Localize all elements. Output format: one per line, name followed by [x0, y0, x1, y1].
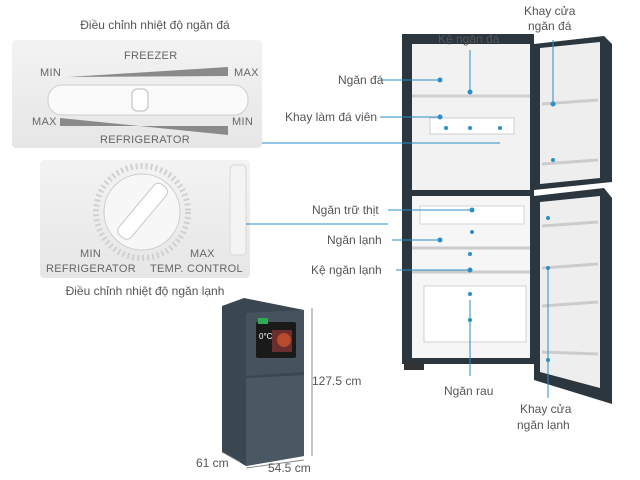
dial-min-label: MIN: [80, 248, 102, 260]
callout-dots: [444, 126, 555, 362]
freezer-max-label: MAX: [234, 67, 259, 79]
dimension-depth: 61 cm: [196, 456, 229, 470]
label-khay-cua-ngan-lanh-2: ngăn lạnh: [517, 418, 570, 432]
label-khay-cua-ngan-lanh-1: Khay cửa: [520, 402, 572, 416]
temperature-dial: [93, 163, 191, 261]
dimension-width: 54.5 cm: [268, 461, 311, 475]
label-ke-ngan-da: Kệ ngăn đá: [438, 32, 500, 46]
freezer-panel-caption: Điều chỉnh nhiệt độ ngăn đá: [80, 18, 230, 32]
callout-lines: [246, 40, 556, 398]
fridge-display-temp: 0°C: [259, 332, 273, 341]
dial-refrigerator-label: REFRIGERATOR: [46, 263, 136, 275]
label-khay-cua-ngan-da-2: ngăn đá: [528, 19, 572, 33]
label-khay-lam-da-vien: Khay làm đá viên: [285, 110, 378, 124]
fridge-front-image: [222, 298, 304, 466]
freezer-label: FREEZER: [124, 50, 178, 62]
refrigerator-min-label: MIN: [232, 116, 254, 128]
label-ke-ngan-lanh: Kệ ngăn lạnh: [311, 263, 382, 277]
label-ngan-da: Ngăn đá: [338, 73, 384, 87]
refrigerator-label: REFRIGERATOR: [100, 134, 190, 146]
refrigerator-max-label: MAX: [32, 116, 57, 128]
freezer-slider-knob: [131, 88, 149, 112]
dial-temp-control-label: TEMP. CONTROL: [150, 263, 243, 275]
label-ngan-rau: Ngăn rau: [444, 384, 494, 398]
label-ngan-tru-thit: Ngăn trữ thịt: [312, 203, 379, 217]
dial-max-label: MAX: [190, 248, 215, 260]
fridge-panel-caption: Điều chỉnh nhiệt độ ngăn lạnh: [65, 284, 225, 298]
dimension-height: 127.5 cm: [312, 374, 362, 388]
dimension-lines: [221, 308, 313, 469]
label-khay-cua-ngan-da-1: Khay cửa: [524, 4, 576, 18]
label-ngan-lanh: Ngăn lạnh: [327, 233, 382, 247]
freezer-slider-track: [47, 67, 249, 135]
fridge-open-image: [402, 34, 612, 404]
freezer-min-label: MIN: [40, 67, 62, 79]
